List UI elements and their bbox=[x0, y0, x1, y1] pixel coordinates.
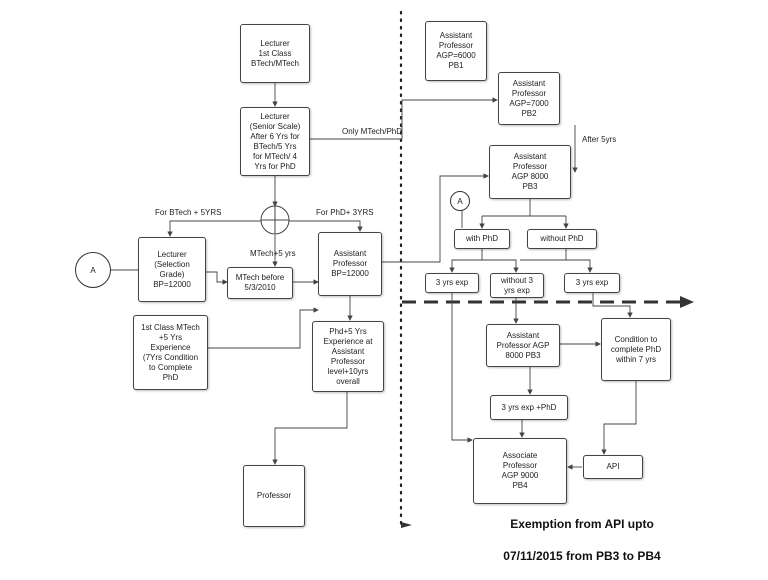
box-condition-complete-phd: Condition to complete PhD within 7 yrs bbox=[601, 318, 671, 381]
box-lecturer-senior-scale: Lecturer (Senior Scale) After 6 Yrs for … bbox=[240, 107, 310, 176]
footer-exemption-text: Exemption from API upto 07/11/2015 from … bbox=[503, 517, 661, 563]
label-mtech-5-yrs: MTech+5 yrs bbox=[250, 249, 296, 258]
connector-lines bbox=[111, 10, 694, 528]
box-with-phd: with PhD bbox=[454, 229, 510, 249]
label-for-phd: For PhD+ 3YRS bbox=[316, 208, 374, 217]
connector-a-left: A bbox=[75, 252, 111, 288]
label-after-5yrs: After 5yrs bbox=[582, 135, 617, 144]
dashed-line-arrow bbox=[680, 296, 694, 308]
box-phd-5-yrs: Phd+5 Yrs Experience at Assistant Profes… bbox=[312, 321, 384, 392]
divider-end-arrow bbox=[401, 522, 412, 528]
box-assistant-professor-pb2: Assistant Professor AGP=7000 PB2 bbox=[498, 72, 560, 125]
box-3-yrs-exp-phd: 3 yrs exp +PhD bbox=[490, 395, 568, 420]
box-assistant-professor-pb3: Assistant Professor AGP 8000 PB3 bbox=[489, 145, 571, 199]
connector-a-right: A bbox=[450, 191, 470, 211]
box-lecturer-selection-grade: Lecturer (Selection Grade) BP=12000 bbox=[138, 237, 206, 302]
box-3-yrs-exp-b: 3 yrs exp bbox=[564, 273, 620, 293]
box-professor: Professor bbox=[243, 465, 305, 527]
box-api: API bbox=[583, 455, 643, 479]
label-only-mtech-phd: Only MTech/PhD bbox=[342, 127, 403, 136]
box-mtech-before: MTech before 5/3/2010 bbox=[227, 267, 293, 299]
label-for-btech: For BTech + 5YRS bbox=[155, 208, 222, 217]
box-lecturer-1st-class: Lecturer 1st Class BTech/MTech bbox=[240, 24, 310, 83]
box-assistant-professor-bp: Assistant Professor BP=12000 bbox=[318, 232, 382, 296]
box-assistant-professor-pb1: Assistant Professor AGP=6000 PB1 bbox=[425, 21, 487, 81]
merge-circle-icon bbox=[260, 205, 290, 235]
box-without-phd: without PhD bbox=[527, 229, 597, 249]
box-3-yrs-exp-a: 3 yrs exp bbox=[425, 273, 479, 293]
career-flowchart: Lecturer 1st Class BTech/MTech Lecturer … bbox=[75, 10, 694, 563]
box-associate-professor: Associate Professor AGP 9000 PB4 bbox=[473, 438, 567, 504]
box-assistant-professor-agp-8000: Assistant Professor AGP 8000 PB3 bbox=[486, 324, 560, 367]
box-without-3-yrs-exp: without 3 yrs exp bbox=[490, 273, 544, 298]
box-1st-class-mtech: 1st Class MTech +5 Yrs Experience (7Yrs … bbox=[133, 315, 208, 390]
